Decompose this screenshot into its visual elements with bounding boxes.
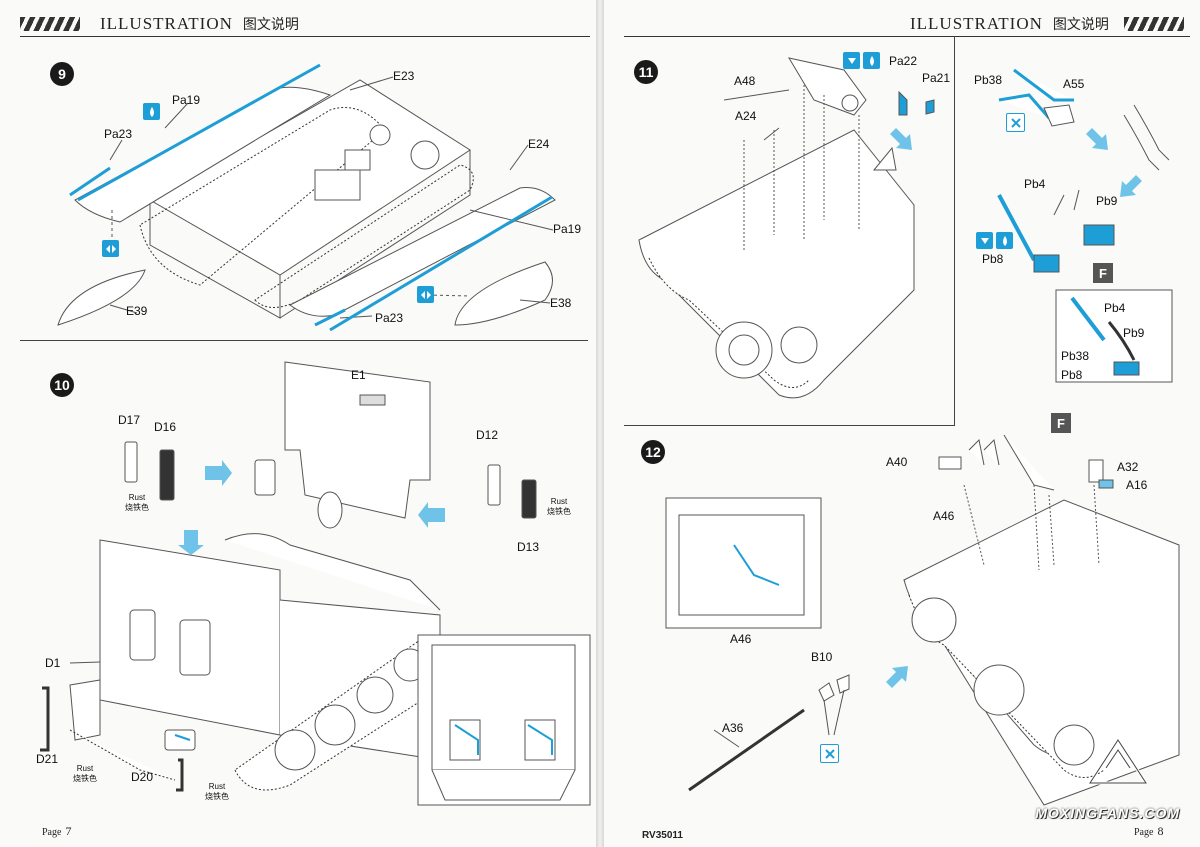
label-e39: E39 <box>126 304 148 318</box>
step-12-drawing <box>665 434 1180 806</box>
header-title: ILLUSTRATION <box>100 14 233 33</box>
header-title-cn: 图文说明 <box>242 17 299 33</box>
step-12-badge: 12 <box>641 440 665 464</box>
cement-icon <box>996 232 1013 249</box>
label-pb8: Pb8 <box>982 252 1004 266</box>
label-b10: B10 <box>811 650 833 664</box>
step-divider <box>20 340 588 341</box>
label-pa22: Pa22 <box>889 54 918 68</box>
detail-f-tag: F <box>1051 413 1071 433</box>
label-pa23-b: Pa23 <box>375 311 404 325</box>
inset-label-pb8: Pb8 <box>1061 368 1083 382</box>
label-a48: A48 <box>734 74 756 88</box>
label-pa23: Pa23 <box>104 127 133 141</box>
left-page: ILLUSTRATION 图文说明 9 <box>0 0 597 847</box>
label-pa21: Pa21 <box>922 71 951 85</box>
label-e24: E24 <box>528 137 550 151</box>
label-pa19-b: Pa19 <box>553 222 582 236</box>
header-rule <box>624 36 1190 37</box>
step-11-drawing <box>638 57 1173 688</box>
label-d21: D21 <box>36 752 59 766</box>
moxingfans-logo-icon <box>1087 737 1149 785</box>
inset-label-pb4: Pb4 <box>1104 301 1126 315</box>
detail-f-tag: F <box>1093 263 1113 283</box>
label-d12: D12 <box>476 428 499 442</box>
label-a16: A16 <box>1126 478 1148 492</box>
step-10-drawing <box>40 361 591 806</box>
label-a36: A36 <box>722 721 744 735</box>
label-a46: A46 <box>933 509 955 523</box>
inset-label-a46: A46 <box>730 632 752 646</box>
page-header-right: ILLUSTRATION 图文说明 <box>910 14 1109 34</box>
cement-icon <box>143 103 160 120</box>
label-pb38: Pb38 <box>974 73 1003 87</box>
fold-icon <box>843 52 860 69</box>
header-stripes <box>1124 17 1184 31</box>
label-d13: D13 <box>517 540 540 554</box>
label-e1: E1 <box>351 368 366 382</box>
fold-icon <box>976 232 993 249</box>
header-title-cn: 图文说明 <box>1052 17 1109 33</box>
label-a40: A40 <box>886 455 908 469</box>
label-pa19: Pa19 <box>172 93 201 107</box>
label-d17: D17 <box>118 413 141 427</box>
header-stripes <box>20 17 80 31</box>
right-page: ILLUSTRATION 图文说明 11 <box>604 0 1200 847</box>
label-e23: E23 <box>393 69 415 83</box>
label-a24: A24 <box>735 109 757 123</box>
step-divider-vertical <box>954 36 955 426</box>
gutter <box>596 0 604 847</box>
label-e38: E38 <box>550 296 572 310</box>
bend-icon <box>102 240 119 257</box>
watermark: MOXINGFANS.COM <box>1035 805 1180 821</box>
product-code: RV35011 <box>642 830 683 841</box>
inset-label-pb9: Pb9 <box>1123 326 1145 340</box>
inset-label-pb38: Pb38 <box>1061 349 1090 363</box>
label-d1: D1 <box>45 656 61 670</box>
label-a55: A55 <box>1063 77 1085 91</box>
label-d16: D16 <box>154 420 177 434</box>
label-a32: A32 <box>1117 460 1139 474</box>
label-pb4: Pb4 <box>1024 177 1046 191</box>
header-title: ILLUSTRATION <box>910 14 1043 33</box>
header-rule <box>20 36 590 37</box>
bend-icon <box>417 286 434 303</box>
step-11-badge: 11 <box>634 60 658 84</box>
cut-icon <box>820 744 839 763</box>
step-9-badge: 9 <box>50 62 74 86</box>
step-10-badge: 10 <box>50 373 74 397</box>
step-9-drawing <box>57 63 556 332</box>
step-divider <box>624 425 954 426</box>
page-header-left: ILLUSTRATION 图文说明 <box>100 14 299 34</box>
cement-icon <box>863 52 880 69</box>
cut-icon <box>1006 113 1025 132</box>
label-d20: D20 <box>131 770 154 784</box>
label-pb9: Pb9 <box>1096 194 1118 208</box>
